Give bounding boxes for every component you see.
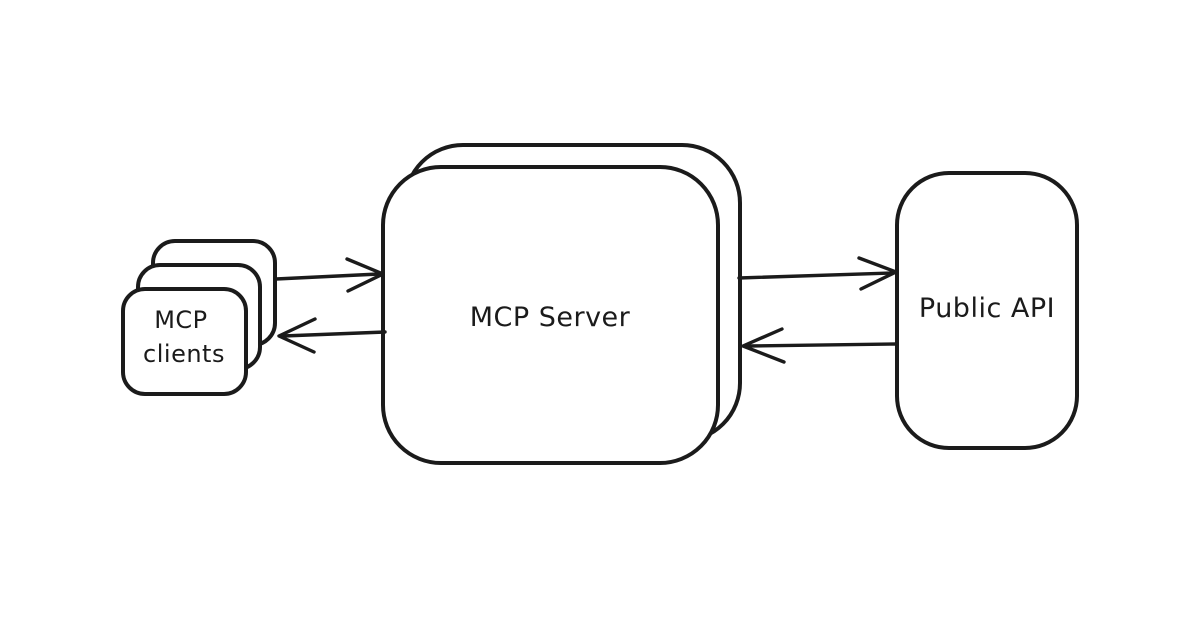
clients-to-server-arrow-line (274, 272, 381, 281)
mcp-clients-box-front (121, 287, 248, 396)
server-to-clients-arrow (277, 317, 387, 354)
server-to-clients-arrowhead (277, 317, 317, 354)
api-to-server-arrow-line (746, 342, 899, 348)
mcp-clients-label: MCP clients (143, 306, 225, 368)
api-to-server-arrow (741, 327, 899, 364)
api-to-server-arrowhead (741, 327, 786, 364)
public-api-label: Public API (919, 293, 1055, 324)
clients-to-server-arrow (274, 257, 385, 293)
server-to-api-arrow-line (737, 271, 893, 280)
public-api-node: Public API (895, 171, 1079, 450)
server-to-api-arrow (737, 256, 898, 291)
public-api-box (895, 171, 1079, 450)
mcp-clients-node: MCP clients (121, 239, 277, 396)
mcp-server-node: MCP Server (381, 143, 742, 465)
server-to-clients-arrow-line (281, 330, 387, 338)
mcp-server-box-front (381, 165, 720, 465)
server-to-api-arrowhead (857, 256, 898, 291)
clients-to-server-arrowhead (345, 257, 385, 293)
mcp-server-label: MCP Server (470, 302, 631, 333)
